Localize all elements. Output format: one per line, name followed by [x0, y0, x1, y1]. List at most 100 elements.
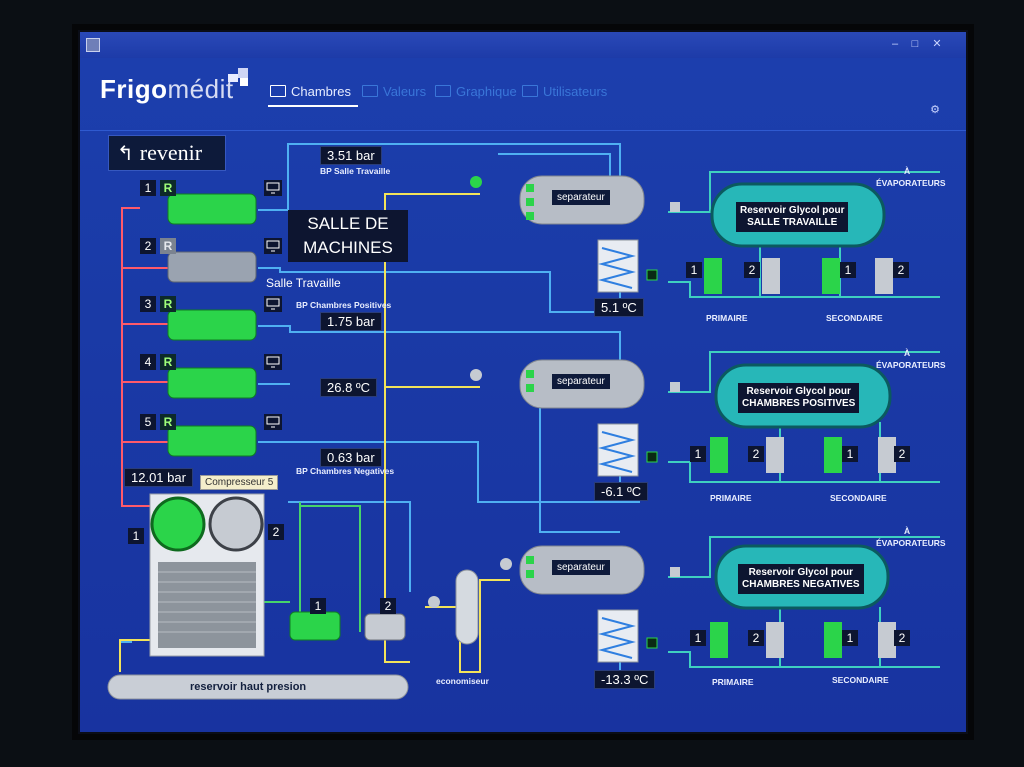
compressor-4[interactable] [167, 367, 257, 399]
glycol-pump-number: 2 [744, 262, 760, 278]
app-icon [86, 38, 100, 52]
separator-2-label: separateur [552, 374, 610, 389]
glycol-pump-number: 1 [690, 630, 706, 646]
compressor-3-monitor-icon[interactable] [264, 296, 282, 312]
window-titlebar: – □ ✕ [80, 32, 966, 58]
liquid-line [384, 193, 510, 673]
compressor-1[interactable] [167, 193, 257, 225]
separator-3-label: separateur [552, 560, 610, 575]
users-icon [522, 85, 538, 97]
brand-logo-text: Frigomédit [100, 74, 234, 104]
valve-1-icon[interactable] [470, 176, 482, 188]
evaporators-label-1: ÉVAPORATEURS [876, 178, 946, 188]
valve-4-icon[interactable] [500, 558, 512, 570]
economizer-vessel [455, 569, 479, 645]
secondaire-label-1: SECONDAIRE [826, 313, 883, 323]
process-diagram [107, 143, 940, 700]
bp-positives-label: BP Chambres Positives [296, 300, 392, 310]
glycol-pumps [704, 258, 896, 658]
compressor-2-number: 2 [140, 238, 156, 254]
valve-3-icon[interactable] [428, 596, 440, 608]
condenser-pump-1[interactable] [289, 611, 341, 641]
compressor-4-monitor-icon[interactable] [264, 354, 282, 370]
compressor-1-monitor-icon[interactable] [264, 180, 282, 196]
compressor-1-number: 1 [140, 180, 156, 196]
evap-a-3: À [904, 526, 911, 536]
scada-window: – □ ✕ Frigomédit Chambres Valeurs Graphi… [78, 30, 968, 734]
maximize-icon[interactable]: □ [911, 38, 919, 50]
compressor-5[interactable] [167, 425, 257, 457]
gauge-icon [362, 85, 378, 97]
primaire-label-1: PRIMAIRE [706, 313, 748, 323]
glycol-pump-number: 2 [748, 630, 764, 646]
glycol-pump-number: 1 [686, 262, 702, 278]
separator-2-temp: -6.1 ºC [594, 482, 649, 501]
monitor-icon [270, 85, 286, 97]
glycol-pump-number: 2 [894, 446, 910, 462]
fan-1-icon [150, 496, 206, 552]
tab-chambres[interactable]: Chambres [270, 84, 351, 99]
liquid-line-left [119, 639, 150, 672]
primaire-label-2: PRIMAIRE [710, 493, 752, 503]
compressor-2-run-button[interactable]: R [160, 238, 176, 254]
tab-graphique[interactable]: Graphique [435, 84, 517, 99]
economizer-label: economiseur [436, 676, 489, 686]
compressor-4-number: 4 [140, 354, 156, 370]
pump-1-number: 1 [310, 598, 326, 614]
settings-icon[interactable]: ⚙ [930, 104, 940, 116]
active-tab-indicator [268, 105, 358, 107]
suction-line-1 [258, 143, 621, 211]
condenser[interactable] [149, 493, 265, 657]
secondaire-label-3: SECONDAIRE [832, 675, 889, 685]
glycol-pump-number: 1 [842, 446, 858, 462]
bp-salle-label: BP Salle Travaille [320, 166, 391, 176]
compressor-3[interactable] [167, 309, 257, 341]
secondaire-label-2: SECONDAIRE [830, 493, 887, 503]
back-button[interactable]: ↰revenir [108, 135, 226, 171]
compressor-4-run-button[interactable]: R [160, 354, 176, 370]
hp-receiver-label: reservoir haut presion [190, 681, 307, 693]
fan-2-number: 2 [268, 524, 284, 540]
bp-negatives-label: BP Chambres Negatives [296, 466, 395, 476]
compressor-5-monitor-icon[interactable] [264, 414, 282, 430]
compressor-5-number: 5 [140, 414, 156, 430]
evaporators-label-2: ÉVAPORATEURS [876, 360, 946, 370]
glycol-pump-number: 1 [840, 262, 856, 278]
glycol-pump-number: 2 [748, 446, 764, 462]
status-indicators [526, 184, 680, 649]
pump-2-number: 2 [380, 598, 396, 614]
compressor-5-run-button[interactable]: R [160, 414, 176, 430]
discharge-branches [122, 267, 168, 443]
fan-2-icon [208, 496, 264, 552]
condenser-pump-2[interactable] [364, 613, 406, 641]
brand-logo-icon [228, 68, 248, 86]
evap-a-2: À [904, 348, 911, 358]
primaire-label-3: PRIMAIRE [712, 677, 754, 687]
hp-receiver-tank [107, 674, 409, 700]
compressor-1-run-button[interactable]: R [160, 180, 176, 196]
glycol-return [668, 281, 940, 668]
bp-positives-value: 1.75 bar [320, 312, 382, 331]
evaporators-label-3: ÉVAPORATEURS [876, 538, 946, 548]
close-icon[interactable]: ✕ [932, 38, 942, 50]
compressor-2-monitor-icon[interactable] [264, 238, 282, 254]
discharge-pipe [121, 207, 150, 507]
tab-utilisateurs[interactable]: Utilisateurs [522, 84, 607, 99]
separator-3-temp: -13.3 ºC [594, 670, 656, 689]
compressor-group [167, 193, 257, 457]
glycol-pump-number: 1 [842, 630, 858, 646]
compressor-3-run-button[interactable]: R [160, 296, 176, 312]
evap-a-1: À [904, 166, 911, 176]
fan-1-number: 1 [128, 528, 144, 544]
compressor-2[interactable] [167, 251, 257, 283]
valve-2-icon[interactable] [470, 369, 482, 381]
hp-pressure-value: 12.01 bar [124, 468, 193, 487]
minimize-icon[interactable]: – [891, 38, 899, 50]
back-arrow-icon: ↰ [117, 143, 134, 165]
tab-valeurs[interactable]: Valeurs [362, 84, 426, 99]
separator-1-temp: 5.1 ºC [594, 298, 644, 317]
suction-line-2 [258, 267, 620, 313]
